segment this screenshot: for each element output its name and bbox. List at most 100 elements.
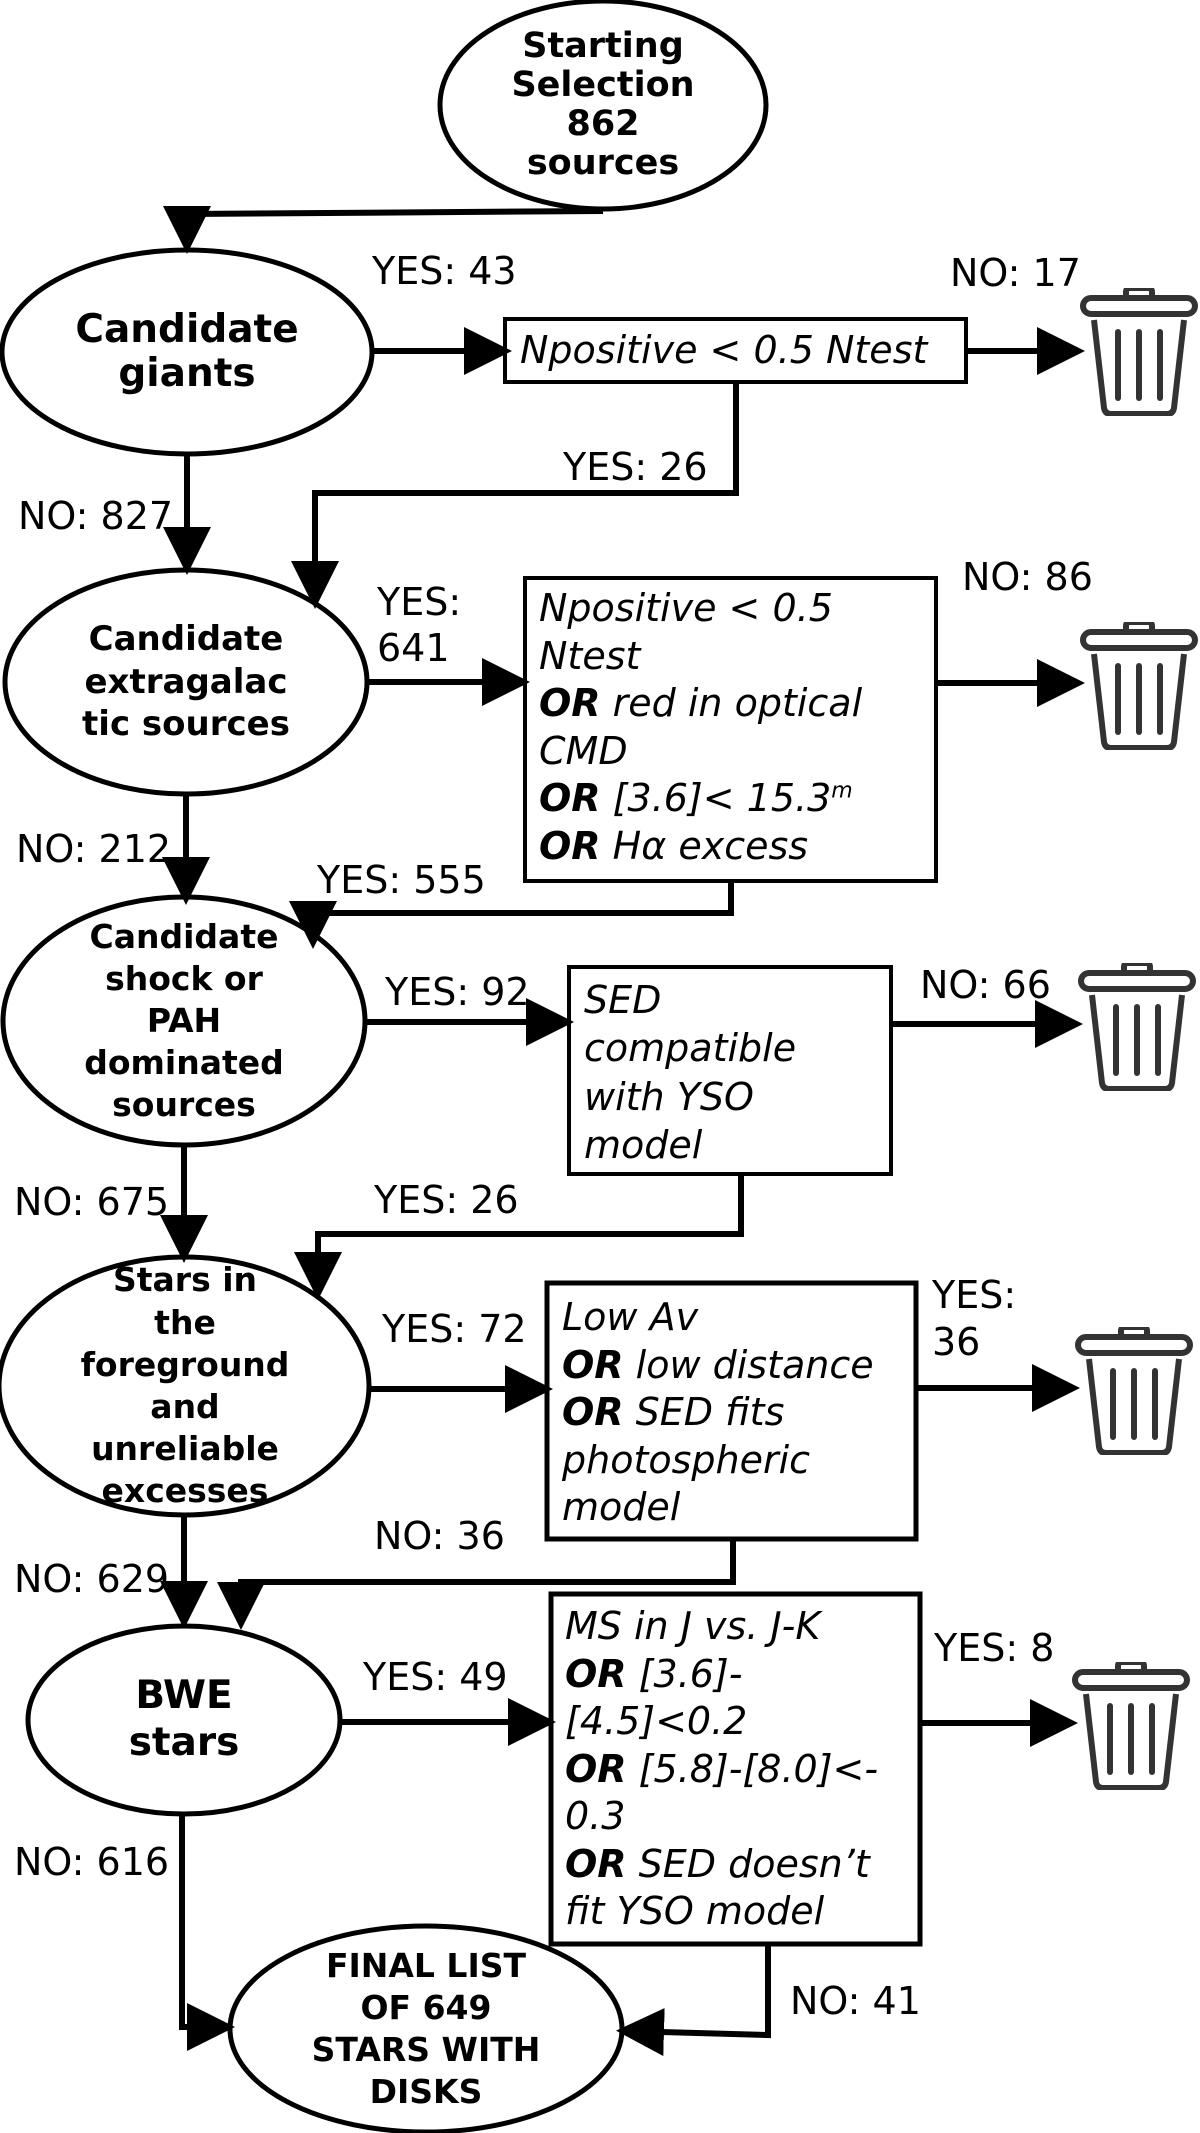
label-foreground-yes: YES: 72 <box>382 1307 527 1351</box>
box5-line: fit YSO model <box>565 1889 825 1933</box>
label-shock-yes: YES: 92 <box>385 970 530 1014</box>
or-keyword: OR <box>539 776 601 820</box>
trash-icon <box>1072 1662 1190 1790</box>
box-sed-compatible-text: SED compatible with YSO model <box>584 976 796 1169</box>
giants-line: Candidate <box>75 307 299 353</box>
label-box4-no: NO: 36 <box>374 1514 505 1558</box>
label-box4-yes-1: YES: <box>932 1273 1017 1317</box>
bwe-node-text: BWE stars <box>28 1626 340 1814</box>
final-node-text: FINAL LIST OF 649 STARS WITH DISKS <box>230 1926 622 2132</box>
or-keyword: OR <box>562 1390 624 1434</box>
bwe-line: BWE <box>135 1673 233 1719</box>
box4-line: OR SED fits <box>562 1389 874 1437</box>
foreground-node-text: Stars in the foreground and unreliable e… <box>0 1257 370 1515</box>
label-box2-yes: YES: 555 <box>317 858 486 902</box>
box3-line: model <box>584 1122 703 1167</box>
final-line: OF 649 <box>360 1988 492 2028</box>
or-keyword: OR <box>562 1342 624 1387</box>
or-keyword: OR <box>565 1841 627 1886</box>
box5-line: 0.3 <box>565 1794 626 1838</box>
or-keyword: OR <box>539 681 601 725</box>
box5-line: MS in J vs. J-K <box>565 1604 821 1648</box>
label-giants-no: NO: 827 <box>18 494 174 538</box>
final-line: DISKS <box>369 2071 483 2111</box>
box5-line-text: SED doesn’t <box>626 1841 870 1886</box>
arrow-box3-to-foreground <box>294 1174 744 1300</box>
box4-line: model <box>562 1485 681 1529</box>
box2-line: OR red in optical <box>539 680 862 728</box>
label-bwe-no: NO: 616 <box>14 1840 170 1884</box>
foreground-line: unreliable <box>91 1429 279 1469</box>
label-box5-no: NO: 41 <box>790 1979 921 2023</box>
box-low-av-text: Low Av OR low distance OR SED fits photo… <box>562 1294 874 1532</box>
label-box5-yes: YES: 8 <box>934 1626 1055 1670</box>
shock-line: Candidate <box>89 917 279 957</box>
extragalactic-line: extragalac <box>84 661 288 702</box>
final-line: STARS WITH <box>311 2030 541 2069</box>
trash-icon <box>1080 288 1198 416</box>
label-box1-yes: YES: 26 <box>563 445 708 489</box>
box4-line-text: low distance <box>623 1342 874 1387</box>
label-box4-yes-2: 36 <box>932 1320 981 1364</box>
start-line: Starting <box>522 25 684 66</box>
box4-line: OR low distance <box>562 1342 874 1390</box>
giants-node-text: Candidate giants <box>2 250 372 454</box>
arrow-box5-to-final <box>616 1944 771 2057</box>
trash-icon <box>1080 622 1198 750</box>
box3-line: compatible <box>584 1026 797 1071</box>
extragalactic-node-text: Candidate extragalac tic sources <box>5 570 367 794</box>
box-ms-jk <box>548 1591 923 1947</box>
arrow-box2-to-shock <box>289 881 734 949</box>
label-shock-no: NO: 675 <box>14 1180 170 1224</box>
trash-icon <box>1075 1327 1193 1455</box>
box2-line-text: Hα excess <box>600 823 809 868</box>
start-line: Selection <box>511 64 695 105</box>
foreground-line: and <box>150 1387 220 1426</box>
bwe-line: stars <box>128 1720 240 1765</box>
start-line: sources <box>526 143 680 184</box>
box5-line: [4.5]<0.2 <box>565 1699 748 1743</box>
label-foreground-no: NO: 629 <box>14 1557 170 1601</box>
foreground-line: excesses <box>101 1471 269 1511</box>
box-ms-jk-text: MS in J vs. J-K OR [3.6]- [4.5]<0.2 OR [… <box>565 1603 878 1936</box>
foreground-line: the <box>154 1302 216 1342</box>
shock-line: sources <box>112 1084 256 1124</box>
box-sed-compatible <box>567 965 893 1176</box>
box5-line: OR [3.6]- <box>565 1651 878 1699</box>
label-bwe-yes: YES: 49 <box>363 1655 508 1699</box>
box3-line: SED <box>584 978 662 1022</box>
label-giants-yes: YES: 43 <box>372 249 517 293</box>
box2-line: CMD <box>539 728 628 773</box>
arrow-box4-to-bwe <box>217 1539 736 1630</box>
extragalactic-line: Candidate <box>88 619 284 660</box>
foreground-line: foreground <box>80 1344 290 1384</box>
shock-line: shock or <box>105 959 263 999</box>
label-box3-yes: YES: 26 <box>374 1178 519 1222</box>
label-extragalactic-yes-1: YES: <box>377 580 462 624</box>
extragalactic-line: tic sources <box>82 704 290 745</box>
box2-line: Ntest <box>539 633 641 678</box>
box2-line: OR Hα excess <box>539 823 862 871</box>
box1-line: Npositive < 0.5 Ntest <box>520 328 928 372</box>
box5-line-text: [5.8]-[8.0]<- <box>626 1746 879 1791</box>
arrow-bwe-to-final <box>179 1815 235 2051</box>
box-npositive-2-text: Npositive < 0.5 Ntest OR red in optical … <box>539 585 862 870</box>
box-npositive-1-text: Npositive < 0.5 Ntest <box>520 326 927 374</box>
foreground-line: Stars in <box>112 1260 258 1300</box>
label-extragalactic-yes-2: 641 <box>377 626 450 670</box>
shock-line: PAH <box>146 1001 222 1041</box>
box3-line: with YSO <box>584 1074 754 1119</box>
box5-line: OR SED doesn’t <box>565 1841 878 1889</box>
arrow-start-to-giants <box>163 206 604 254</box>
shock-node-text: Candidate shock or PAH dominated sources <box>3 897 365 1145</box>
box5-line-text: [3.6]- <box>626 1651 743 1696</box>
label-extragalactic-no: NO: 212 <box>16 827 172 871</box>
or-keyword: OR <box>565 1746 627 1791</box>
final-line: FINAL LIST <box>325 1946 527 1986</box>
start-node-text: Starting Selection 862 sources <box>440 1 766 209</box>
box5-line: OR [5.8]-[8.0]<- <box>565 1746 878 1794</box>
giants-line: giants <box>118 351 256 396</box>
label-box1-no: NO: 17 <box>950 251 1081 295</box>
box2-line-text: red in optical <box>600 681 863 725</box>
